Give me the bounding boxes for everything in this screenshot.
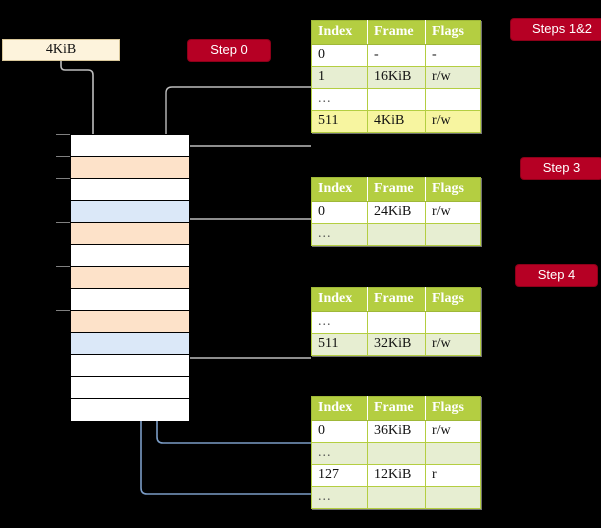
badge-step-3: Step 3 bbox=[521, 158, 601, 180]
connector-table1-511-to-mem bbox=[175, 145, 311, 157]
cell-flags bbox=[425, 486, 481, 509]
column-header-frame: Frame bbox=[367, 287, 426, 312]
cell-frame bbox=[367, 88, 426, 111]
cell-frame bbox=[367, 442, 426, 465]
cell-flags bbox=[425, 311, 481, 334]
cell-flags: r/w bbox=[425, 201, 481, 224]
kib-source-label: 4KiB bbox=[45, 42, 77, 57]
column-header-frame: Frame bbox=[367, 177, 426, 202]
memory-cell-5 bbox=[71, 245, 189, 267]
badge-steps-1-2: Steps 1&2 bbox=[511, 19, 601, 41]
cell-flags: r/w bbox=[425, 110, 481, 133]
cell-frame: 16KiB bbox=[367, 66, 426, 89]
memory-cell-6 bbox=[71, 267, 189, 289]
kib-source-box: 4KiB bbox=[2, 39, 120, 61]
table-row: ... bbox=[311, 486, 481, 509]
cell-frame bbox=[367, 311, 426, 334]
table-row: ... bbox=[311, 223, 481, 246]
memory-cell-4 bbox=[71, 223, 189, 245]
table-row: ... bbox=[311, 442, 481, 465]
memory-cell-8 bbox=[71, 311, 189, 333]
cell-index: 0 bbox=[311, 44, 368, 67]
cell-flags: r/w bbox=[425, 66, 481, 89]
memory-tick-2 bbox=[56, 178, 70, 179]
memory-tick-0 bbox=[56, 134, 70, 135]
memory-tick-6 bbox=[56, 266, 70, 267]
column-header-flags: Flags bbox=[425, 396, 481, 421]
cell-index: ... bbox=[311, 442, 368, 465]
cell-index: 1 bbox=[311, 66, 368, 89]
connector-steps12-row511 bbox=[190, 145, 311, 240]
column-header-index: Index bbox=[311, 20, 368, 45]
column-header-flags: Flags bbox=[425, 287, 481, 312]
connector-step4 bbox=[171, 313, 311, 359]
cell-frame: - bbox=[367, 44, 426, 67]
column-header-flags: Flags bbox=[425, 20, 481, 45]
memory-cell-3 bbox=[71, 201, 189, 223]
column-header-index: Index bbox=[311, 396, 368, 421]
memory-tick-8 bbox=[56, 310, 70, 311]
column-header-index: Index bbox=[311, 177, 368, 202]
memory-tick-4 bbox=[56, 222, 70, 223]
memory-cell-2 bbox=[71, 179, 189, 201]
cell-index: 127 bbox=[311, 464, 368, 487]
cell-frame: 4KiB bbox=[367, 110, 426, 133]
memory-tick-1 bbox=[56, 156, 70, 157]
column-header-frame: Frame bbox=[367, 20, 426, 45]
cell-index: 0 bbox=[311, 420, 368, 443]
table-row: 0-- bbox=[311, 44, 481, 67]
cell-flags bbox=[425, 442, 481, 465]
memory-cell-1 bbox=[71, 157, 189, 179]
badge-step-4: Step 4 bbox=[516, 265, 597, 287]
cell-flags: r/w bbox=[425, 333, 481, 356]
memory-cell-11 bbox=[71, 377, 189, 399]
badge-step-0: Step 0 bbox=[188, 40, 270, 62]
cell-frame: 36KiB bbox=[367, 420, 426, 443]
cell-index: ... bbox=[311, 88, 368, 111]
memory-cell-10 bbox=[71, 355, 189, 377]
cell-index: ... bbox=[311, 311, 368, 334]
cell-index: 511 bbox=[311, 333, 368, 356]
cell-flags: r/w bbox=[425, 420, 481, 443]
cell-flags: r bbox=[425, 464, 481, 487]
cell-frame bbox=[367, 486, 426, 509]
connector-step3 bbox=[178, 218, 311, 245]
cell-flags bbox=[425, 223, 481, 246]
memory-column bbox=[70, 134, 190, 421]
cell-frame bbox=[367, 223, 426, 246]
cell-index: ... bbox=[311, 486, 368, 509]
memory-cell-12 bbox=[71, 399, 189, 421]
column-header-frame: Frame bbox=[367, 396, 426, 421]
cell-index: ... bbox=[311, 223, 368, 246]
column-header-index: Index bbox=[311, 287, 368, 312]
cell-frame: 12KiB bbox=[367, 464, 426, 487]
column-header-flags: Flags bbox=[425, 177, 481, 202]
cell-flags bbox=[425, 88, 481, 111]
table-row: ... bbox=[311, 311, 481, 334]
cell-index: 0 bbox=[311, 201, 368, 224]
memory-cell-7 bbox=[71, 289, 189, 311]
cell-index: 511 bbox=[311, 110, 368, 133]
memory-cell-0 bbox=[71, 135, 189, 157]
cell-frame: 24KiB bbox=[367, 201, 426, 224]
cell-frame: 32KiB bbox=[367, 333, 426, 356]
cell-flags: - bbox=[425, 44, 481, 67]
memory-cell-9 bbox=[71, 333, 189, 355]
table-row: ... bbox=[311, 88, 481, 111]
